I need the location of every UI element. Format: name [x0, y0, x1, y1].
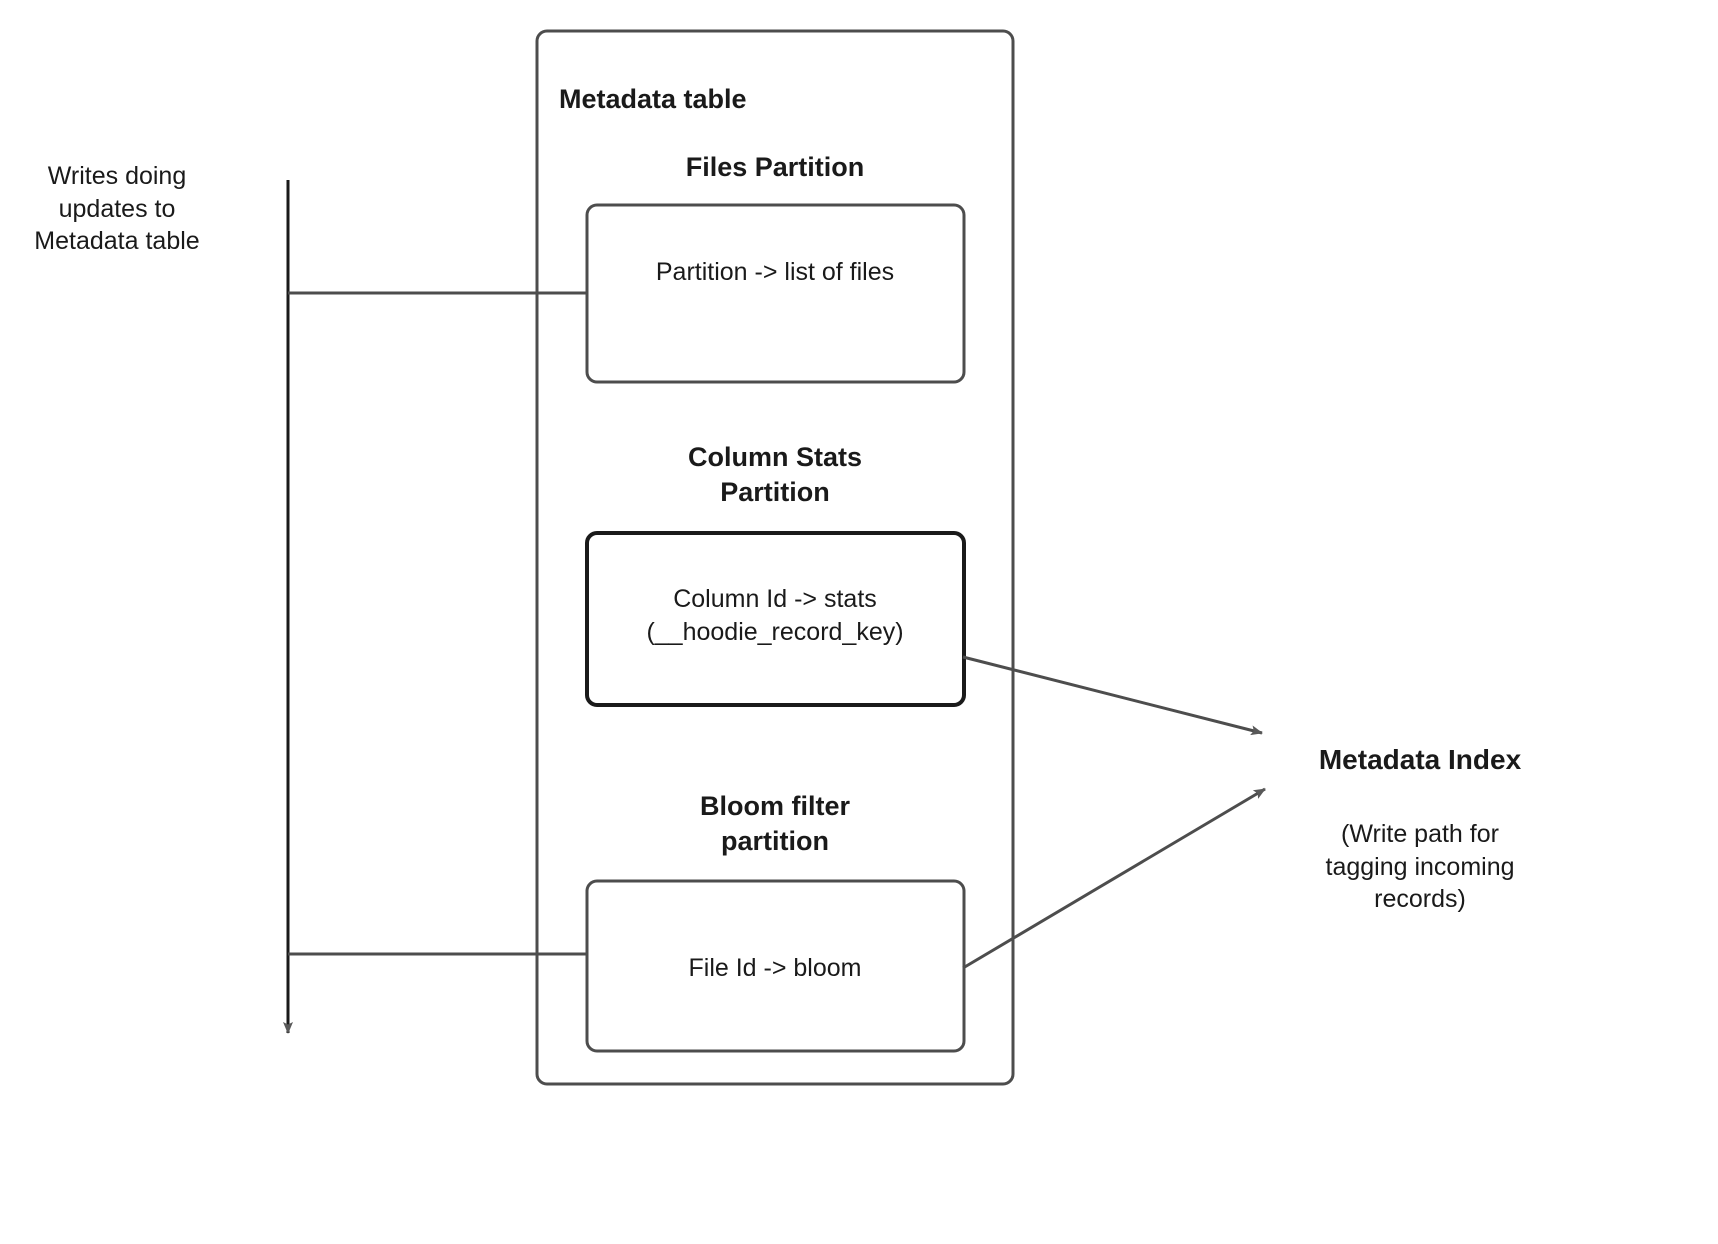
- files-partition-box-label: Partition -> list of files: [655, 258, 895, 286]
- metadata-index-title: Metadata Index: [1318, 744, 1522, 775]
- column-stats-to-index-arrow: [962, 655, 1263, 736]
- files-partition-heading: Files Partition: [685, 152, 865, 182]
- metadata-index-subtitle: (Write path for tagging incoming records…: [1325, 820, 1515, 913]
- bloom-filter-to-index-arrow: [962, 787, 1266, 970]
- metadata-table-label: Metadata table: [559, 84, 747, 114]
- bloom-filter-partition-box-label: File Id -> bloom: [688, 954, 862, 982]
- column-stats-partition-box: [585, 531, 966, 707]
- column-stats-partition-heading: Column Stats Partition: [687, 442, 863, 508]
- writes-annotation-label: Writes doing updates to Metadata table: [34, 162, 200, 255]
- bloom-filter-partition-heading: Bloom filter partition: [699, 791, 851, 857]
- metadata-table-container: [535, 29, 1015, 1086]
- column-stats-partition-box-label: Column Id -> stats (__hoodie_record_key): [646, 585, 904, 646]
- files-partition-box: [585, 203, 966, 384]
